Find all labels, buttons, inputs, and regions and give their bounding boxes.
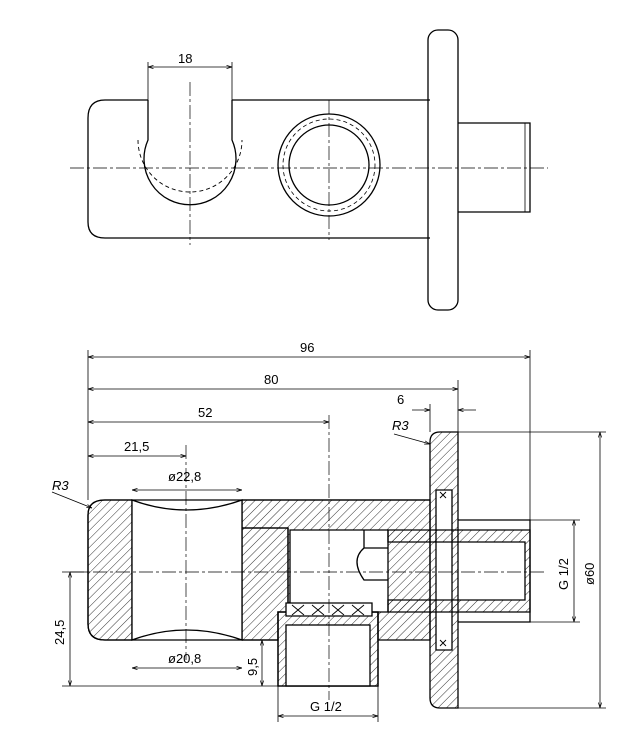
dim-outlet-thread: G 1/2 (310, 699, 342, 714)
dim-radius-body: R3 (52, 478, 69, 493)
dim-slot-width: 18 (178, 51, 192, 66)
dim-plate-thickness: 6 (397, 392, 404, 407)
dim-dia-top: ø22,8 (168, 469, 201, 484)
dim-axis-height: 24,5 (52, 620, 67, 645)
top-wall-plate (427, 29, 459, 311)
dim-overall: 96 (300, 340, 314, 355)
dim-outlet-axis: 52 (198, 405, 212, 420)
top-body-outline (87, 99, 430, 239)
section-body-hatch (87, 499, 133, 641)
section-bore (289, 529, 389, 613)
dim-waist-axis: 21,5 (124, 439, 149, 454)
section-view (87, 431, 531, 709)
leader-r3-plate (393, 433, 430, 444)
dim-radius-plate: R3 (392, 418, 409, 433)
top-view (70, 29, 548, 311)
leader-r3-body (51, 491, 92, 508)
section-waist (131, 499, 243, 641)
section-body-outline (87, 499, 430, 641)
dim-inlet-thread: G 1/2 (556, 558, 571, 590)
dim-outlet-depth: 9,5 (245, 658, 260, 676)
top-slot-dashed (137, 139, 243, 193)
dim-plate-dia: ø60 (582, 563, 597, 585)
dim-dia-bottom: ø20,8 (168, 651, 201, 666)
dim-body-to-plate: 80 (264, 372, 278, 387)
top-inlet-stub (458, 122, 531, 213)
